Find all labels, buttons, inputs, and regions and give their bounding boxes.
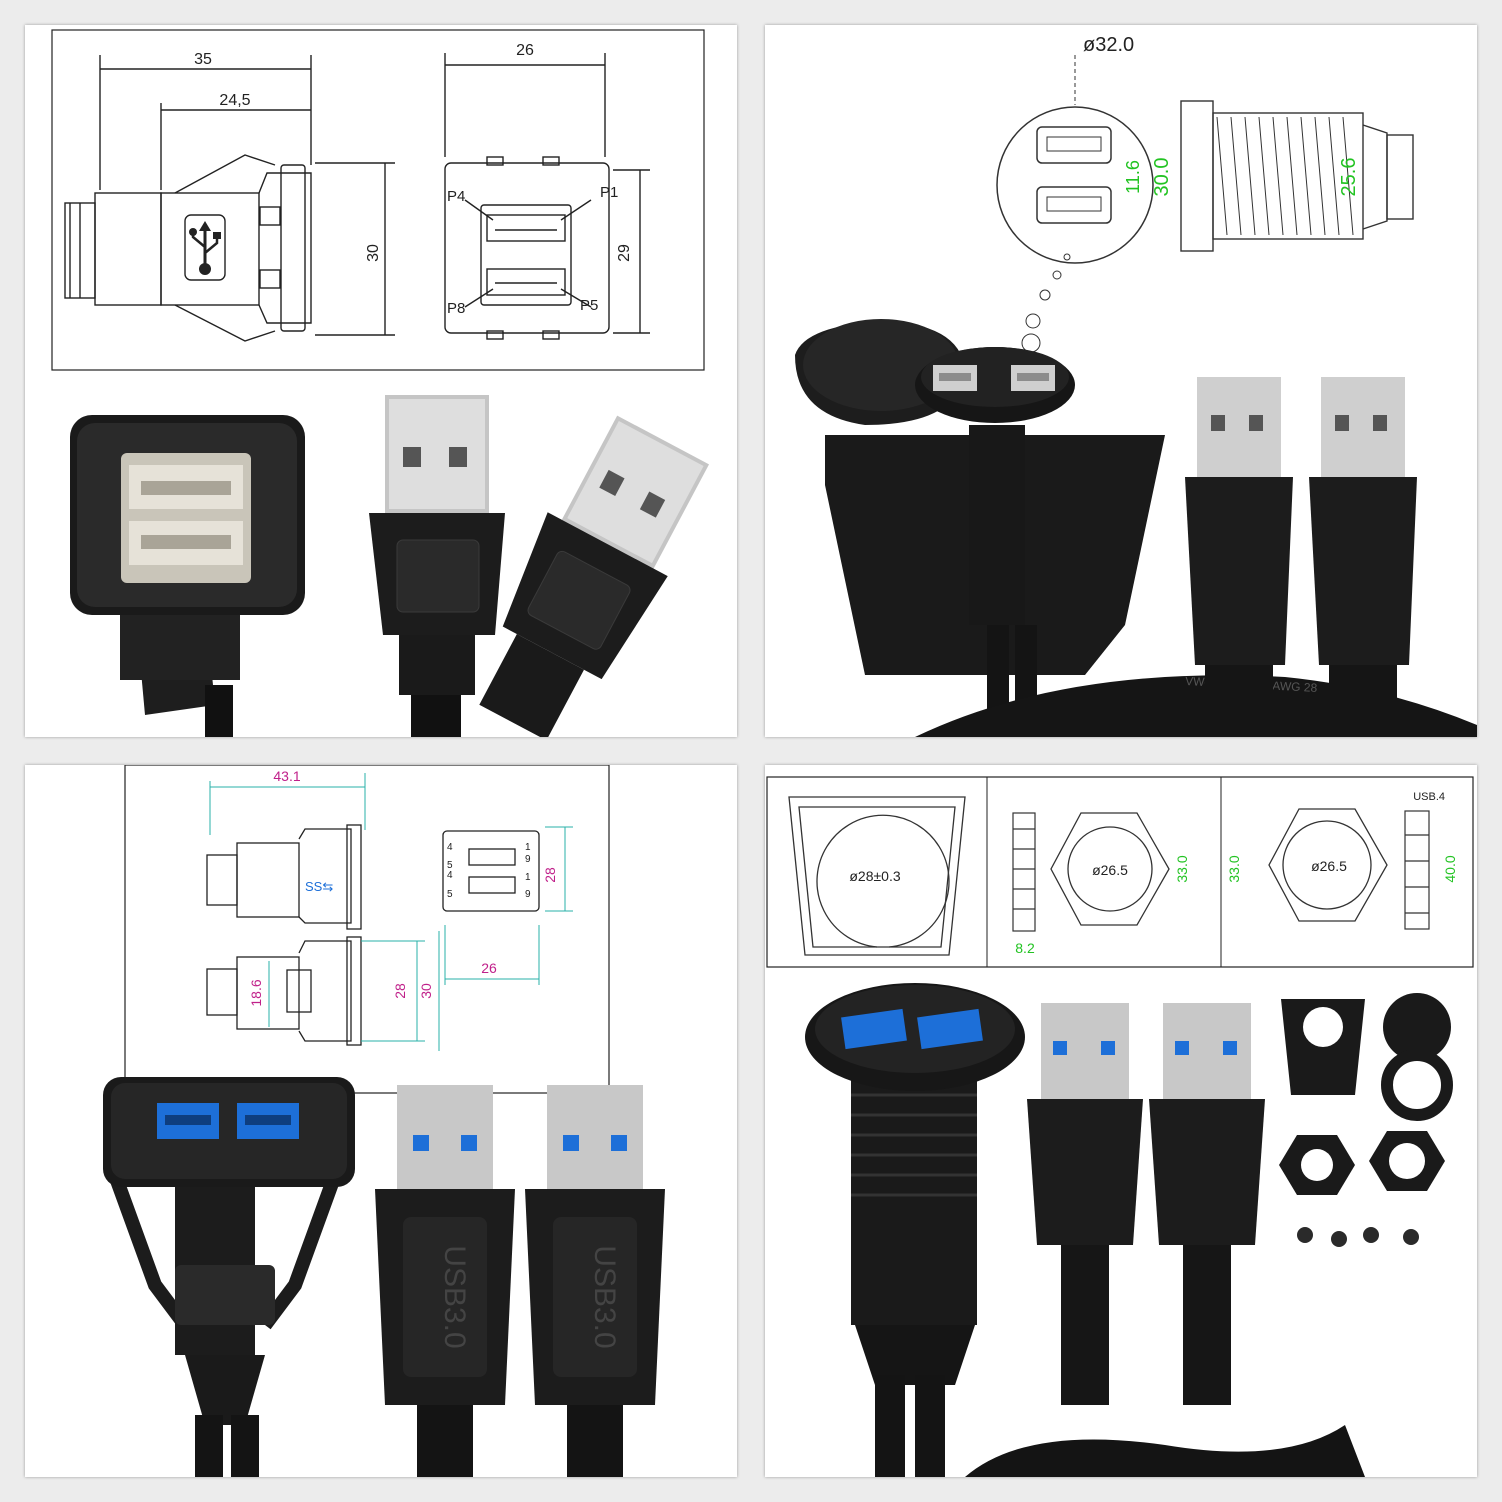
svg-text:1: 1 [525, 842, 531, 853]
dim-8-2: 8.2 [1015, 940, 1035, 956]
dim-11-6: 11.6 [1123, 160, 1143, 194]
usb2-round-socket-photo [795, 319, 1165, 737]
teal-dimension-lines [209, 773, 573, 985]
dim-43-1: 43.1 [273, 768, 300, 784]
panel-usb2-square: 35 24,5 30 26 29 P1 P4 P5 P8 [25, 25, 737, 737]
usb-a-plug-photo-1 [369, 395, 505, 737]
dim-28-side: 28 [392, 983, 408, 999]
threaded-body-drawing [1180, 100, 1414, 252]
plug-label-usb30-1: USB3.0 [438, 1245, 471, 1348]
thread-lines [1216, 116, 1354, 236]
pin-p4-label: P4 [447, 188, 465, 205]
ring-nut-front-drawing [1268, 808, 1388, 922]
panel-usb2-round: ø32.0 11.6 30.0 25.6 VW-1 80°C 30V AWG 2… [765, 25, 1477, 737]
cable-loop [965, 1425, 1365, 1477]
svg-text:5: 5 [447, 889, 453, 900]
dim-35: 35 [194, 51, 212, 68]
usb2-round-illustration: ø32.0 11.6 30.0 25.6 VW-1 80°C 30V AWG 2… [795, 34, 1477, 737]
pin-p5-label: P5 [580, 297, 598, 314]
plug-label-usb30-2: USB3.0 [588, 1245, 621, 1348]
drawing-frame [766, 776, 1474, 968]
usb3-round-socket-photo [805, 983, 1025, 1477]
usb3-pin-labels: 4 1 5 9 4 1 5 9 [447, 842, 531, 900]
svg-text:4: 4 [447, 842, 453, 853]
dim-18-6: 18.6 [248, 979, 264, 1006]
usb3-side-view-top [206, 824, 362, 930]
round-face-drawing [996, 106, 1154, 264]
svg-text:4: 4 [447, 870, 453, 881]
usb3-side-view-bottom [206, 936, 362, 1046]
side-view-drawing [64, 55, 395, 342]
drawing-frame [124, 765, 610, 1094]
dim-30-0: 30.0 [1151, 158, 1173, 197]
pin-p1-label: P1 [600, 184, 618, 201]
dim-24-5: 24,5 [219, 92, 250, 109]
dim-33a: 33.0 [1174, 855, 1190, 882]
svg-text:5: 5 [447, 860, 453, 871]
dim-26-5b: ø26.5 [1311, 858, 1347, 874]
usb-a-plug-photo-2 [479, 415, 710, 737]
front-view-drawing [444, 53, 650, 340]
teal-side-dims [268, 931, 440, 1051]
bubble-dots [1021, 253, 1071, 353]
dim-30: 30 [365, 244, 382, 262]
dim-30: 30 [418, 983, 434, 999]
svg-text:1: 1 [525, 872, 531, 883]
dim-25-6: 25.6 [1338, 158, 1360, 197]
dim-26: 26 [516, 42, 534, 59]
panel-usb3-round: USB.4 ø28±0.3 8.2 ø26.5 33.0 33.0 ø26.5 … [765, 765, 1477, 1477]
usb3-plug-photo-1: USB3.0 [375, 1085, 515, 1477]
usb-tag: USB.4 [1413, 791, 1445, 803]
usb-symbol-icon [189, 221, 221, 275]
usb-a-plug-photo-3 [1185, 377, 1293, 737]
drawing-frame [51, 29, 705, 371]
panel-usb3-square: SS⇆ 43.1 4 1 5 9 4 1 5 9 28 18.6 28 30 2… [25, 765, 737, 1477]
dim-26: 26 [481, 960, 497, 976]
dim-dia-32: ø32.0 [1083, 34, 1134, 56]
ss-logo-icon: SS⇆ [305, 879, 333, 894]
usb3-front-view [442, 830, 540, 912]
usb3-plug-photo-4 [1149, 1003, 1265, 1405]
svg-text:9: 9 [525, 889, 531, 900]
dim-29: 29 [616, 244, 633, 262]
usb3-round-illustration: USB.4 ø28±0.3 8.2 ø26.5 33.0 33.0 ø26.5 … [766, 776, 1474, 1477]
usb3-plug-photo-3 [1027, 1003, 1143, 1405]
nut-side-drawing [1012, 812, 1036, 932]
usb-a-plug-photo-4 [1309, 377, 1417, 737]
pin-p8-label: P8 [447, 300, 465, 317]
dim-28: ø28±0.3 [849, 868, 900, 884]
usb2-square-illustration: 35 24,5 30 26 29 P1 P4 P5 P8 [51, 29, 710, 737]
usb3-square-socket-photo [103, 1077, 355, 1477]
usb3-square-illustration: SS⇆ 43.1 4 1 5 9 4 1 5 9 28 18.6 28 30 2… [103, 765, 665, 1477]
usb2-square-socket-photo [70, 415, 305, 737]
dim-40: 40.0 [1442, 855, 1458, 882]
dim-33b: 33.0 [1226, 855, 1242, 882]
hex-nut-front-drawing [1050, 812, 1170, 926]
usb3-plug-photo-2: USB3.0 [525, 1085, 665, 1477]
dim-28-top: 28 [542, 867, 558, 883]
bracket-drawing [788, 796, 966, 956]
dim-26-5a: ø26.5 [1092, 862, 1128, 878]
mount-accessories-photo [1279, 993, 1453, 1247]
svg-text:9: 9 [525, 854, 531, 865]
thread-rings [851, 1093, 977, 1197]
ring-side-drawing [1404, 810, 1430, 930]
